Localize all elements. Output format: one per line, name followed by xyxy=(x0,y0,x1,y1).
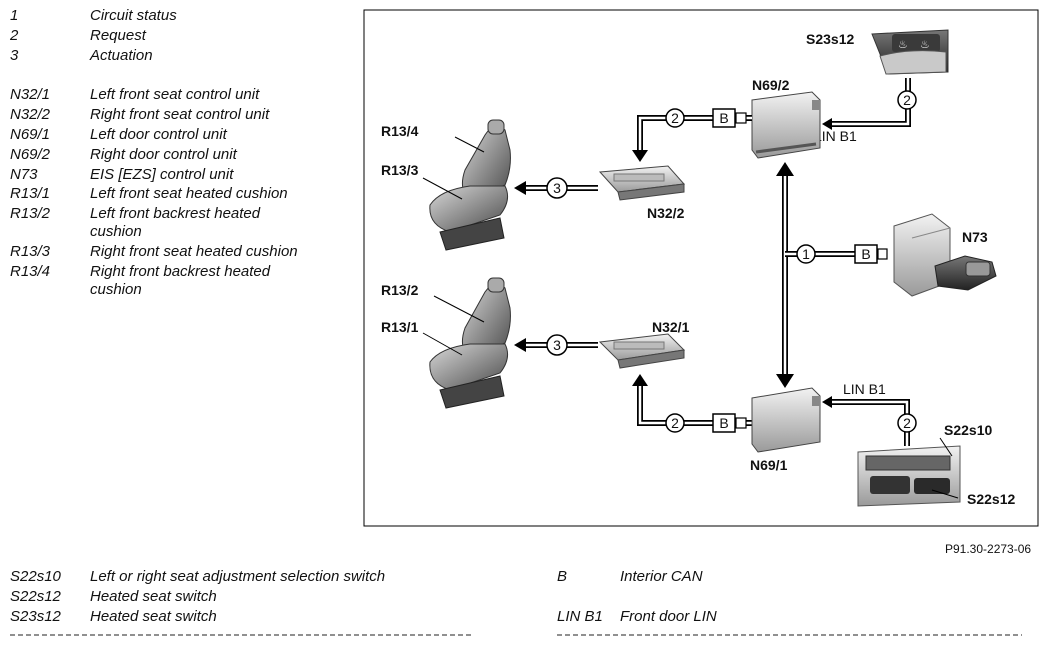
link-s23s12-n69-2 xyxy=(822,78,911,130)
connector xyxy=(735,417,747,429)
legend-code: S22s10 xyxy=(10,568,61,585)
leader-line xyxy=(454,136,485,153)
bus-box xyxy=(854,244,878,264)
control-unit-n69-2-image xyxy=(751,91,821,159)
legend-desc: Left front seat heated cushion xyxy=(90,185,288,202)
svg-text:♨: ♨ xyxy=(898,38,908,51)
label-r13-2: R13/2 xyxy=(381,282,419,298)
label-lin-b1-top: LIN B1 xyxy=(814,128,857,144)
figure-reference: P91.30-2273-06 xyxy=(945,542,1032,556)
eis-unit-n73-image xyxy=(893,213,997,297)
marker-label: 2 xyxy=(903,415,911,431)
switch-s23s12-image: ♨ ♨ xyxy=(871,29,949,75)
legend-desc: Right front seat control unit xyxy=(90,106,270,123)
label-s22s12: S22s12 xyxy=(967,491,1015,507)
dashed-rules xyxy=(10,634,1022,636)
legend-desc: Left door control unit xyxy=(90,126,227,143)
leader-line xyxy=(433,295,485,323)
marker-label: 3 xyxy=(553,337,561,353)
legend-desc: Right door control unit xyxy=(90,146,237,163)
legend-desc: Right front backrest heated cushion xyxy=(90,263,271,298)
marker-label: 2 xyxy=(903,92,911,108)
legend-code: N32/1 xyxy=(10,86,51,103)
seat-left-image xyxy=(429,277,511,409)
legend-code: R13/1 xyxy=(10,185,51,202)
marker-request xyxy=(897,413,917,433)
marker-request xyxy=(665,413,685,433)
marker-request xyxy=(665,108,685,128)
marker-actuation xyxy=(546,177,568,199)
connector xyxy=(877,248,888,260)
svg-text:♨: ♨ xyxy=(920,38,930,51)
label-n69-2: N69/2 xyxy=(752,77,790,93)
bus-box xyxy=(712,108,736,128)
leader-line xyxy=(422,177,463,200)
legend-desc: Left front seat control unit xyxy=(90,86,260,103)
seat-unit-n32-1-image xyxy=(598,333,686,369)
label-r13-3: R13/3 xyxy=(381,162,419,178)
legend-code: S22s12 xyxy=(10,588,61,605)
label-lin-b1-bottom: LIN B1 xyxy=(843,381,886,397)
marker-label: 2 xyxy=(671,415,679,431)
legend-desc: Request xyxy=(90,27,146,44)
connector xyxy=(735,112,747,124)
legend-desc: Right front seat heated cushion xyxy=(90,243,298,260)
marker-circuit-status xyxy=(796,244,816,264)
switch-panel-s22-image xyxy=(857,445,961,507)
marker-label: 1 xyxy=(802,246,810,262)
label-n32-2: N32/2 xyxy=(647,205,685,221)
marker-label: 3 xyxy=(553,180,561,196)
link-s22s10-n69-1 xyxy=(822,396,910,446)
diagram-frame xyxy=(363,9,1039,527)
legend-code: N69/2 xyxy=(10,146,51,163)
legend-code: N32/2 xyxy=(10,106,51,123)
label-s23s12: S23s12 xyxy=(806,31,854,47)
label-s22s10: S22s10 xyxy=(944,422,992,438)
legend-desc: Heated seat switch xyxy=(90,588,217,605)
legend-desc: Front door LIN xyxy=(620,608,717,625)
legend-desc: Heated seat switch xyxy=(90,608,217,625)
legend-code: S23s12 xyxy=(10,608,61,625)
label-n69-1: N69/1 xyxy=(750,457,788,473)
leader-line xyxy=(939,437,953,457)
marker-request xyxy=(897,90,917,110)
label-r13-4: R13/4 xyxy=(381,123,419,139)
bus-label: B xyxy=(861,246,870,262)
legend-code: R13/4 xyxy=(10,263,51,280)
legend-desc: Left or right seat adjustment selection … xyxy=(90,568,386,585)
legend-code: LIN B1 xyxy=(557,608,603,625)
control-unit-n69-1-image xyxy=(751,387,821,453)
legend-code: N73 xyxy=(10,166,38,183)
legend-code: 2 xyxy=(10,27,19,44)
legend-code: N69/1 xyxy=(10,126,51,143)
legend-desc: Actuation xyxy=(90,47,153,64)
bus-label: B xyxy=(719,110,728,126)
label-r13-1: R13/1 xyxy=(381,319,419,335)
legend-desc: Circuit status xyxy=(90,7,177,24)
bus-box xyxy=(712,413,736,433)
bus-label: B xyxy=(719,415,728,431)
marker-label: 2 xyxy=(671,110,679,126)
legend-code: B xyxy=(557,568,568,585)
label-n73: N73 xyxy=(962,229,988,245)
legend-desc: Left front backrest heated cushion xyxy=(90,205,261,240)
legend-code: 1 xyxy=(10,7,19,24)
can-link-vertical xyxy=(776,162,856,388)
legend-code: R13/2 xyxy=(10,205,51,222)
seat-unit-n32-2-image xyxy=(598,165,686,201)
seat-right-image xyxy=(429,119,511,251)
leader-line xyxy=(422,332,463,356)
legend-code: R13/3 xyxy=(10,243,51,260)
marker-actuation xyxy=(546,334,568,356)
leader-line xyxy=(931,489,959,499)
legend-desc: EIS [EZS] control unit xyxy=(90,166,234,183)
legend-desc: Interior CAN xyxy=(620,568,703,585)
label-n32-1: N32/1 xyxy=(652,319,690,335)
legend-code: 3 xyxy=(10,47,19,64)
